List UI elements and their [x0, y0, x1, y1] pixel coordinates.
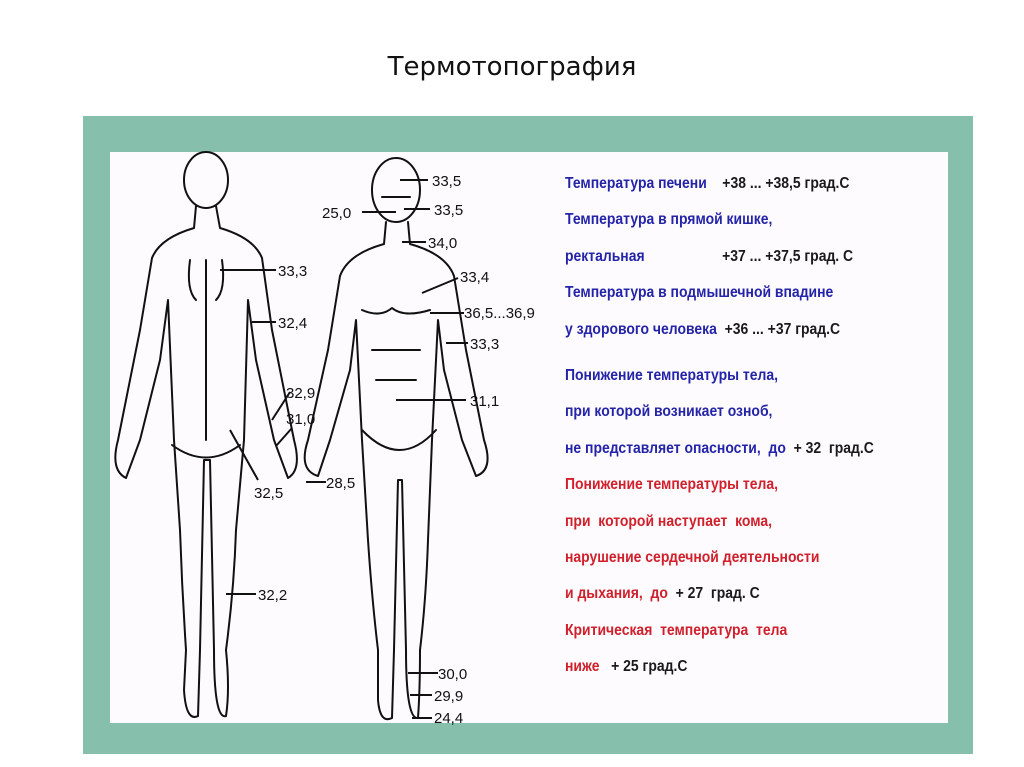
front-label-hand: 28,5: [326, 475, 355, 492]
front-label-nose: 25,0: [322, 205, 351, 222]
front-label-foot: 29,9: [434, 688, 463, 705]
front-label-cheek: 33,5: [434, 202, 463, 219]
slide-title: Термотопография: [387, 52, 637, 82]
front-label-toe: 24,4: [434, 710, 463, 727]
front-label-abdomen: 31,1: [470, 393, 499, 410]
back-body-outline: [114, 151, 298, 718]
info-line: Понижение температуры тела,: [565, 476, 778, 494]
front-label-neck: 34,0: [428, 235, 457, 252]
info-line: Критическая температура тела: [565, 621, 788, 639]
back-label-forearm: 32,9: [286, 385, 315, 402]
info-line: у здорового человека +36 ... +37 град.С: [565, 320, 841, 338]
back-label-buttock: 32,5: [254, 485, 283, 502]
info-line: Понижение температуры тела,: [565, 366, 778, 384]
info-line: Температура в прямой кишке,: [565, 211, 773, 229]
info-line: нарушение сердечной деятельности: [565, 548, 820, 566]
front-label-chest: 33,4: [460, 269, 489, 286]
info-line: ниже + 25 град.С: [565, 658, 688, 676]
front-label-forehead: 33,5: [432, 173, 461, 190]
front-label-armpit: 36,5...36,9: [464, 305, 535, 322]
back-label-calf: 32,2: [258, 587, 287, 604]
info-line: и дыхания, до + 27 град. С: [565, 585, 760, 603]
info-line: ректальная +37 ... +37,5 град. С: [565, 247, 854, 265]
info-line: при которой наступает кома,: [565, 512, 773, 530]
front-body-outline: [303, 157, 489, 721]
info-line: Температура печени +38 ... +38,5 град.С: [565, 175, 850, 192]
back-label-wrist: 31,0: [286, 411, 315, 428]
back-label-upper-arm: 32,4: [278, 315, 307, 332]
front-label-arm: 33,3: [470, 336, 499, 353]
leader-lines: [220, 179, 468, 719]
info-line: Температура в подмышечной впадине: [565, 284, 834, 302]
info-line: не представляет опасности, до + 32 град.…: [565, 439, 874, 457]
temperature-info: Температура печени +38 ... +38,5 град.С …: [565, 170, 965, 689]
front-label-ankle: 30,0: [438, 666, 467, 683]
back-label-upper-back: 33,3: [278, 263, 307, 280]
diagram-panel: [110, 152, 948, 723]
info-line: при которой возникает озноб,: [565, 403, 773, 421]
